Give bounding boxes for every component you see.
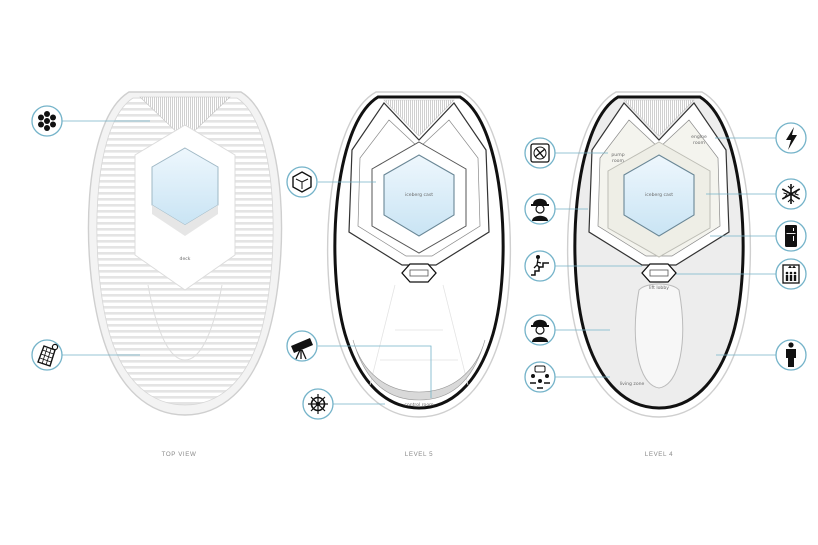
control-room-label: control room: [404, 402, 434, 408]
worker-icon: [524, 193, 556, 225]
level5-iceberg-label: iceberg cast: [405, 192, 433, 198]
snowflake-icon: [775, 178, 807, 210]
fan-icon: [524, 137, 556, 169]
level5-lift-capsule: [401, 263, 437, 283]
telescope-icon: [286, 330, 318, 362]
refrigerator-icon: [775, 220, 807, 252]
hexagon-outline-icon: [286, 166, 318, 198]
level4-lift-capsule: [641, 263, 677, 283]
deck-label: deck: [180, 256, 191, 262]
level5-plan: iceberg cast control room LEVEL 5: [326, 91, 512, 458]
level5-caption: LEVEL 5: [405, 451, 433, 458]
living-zone-label: living zone: [620, 381, 645, 387]
group-meeting-icon: [524, 361, 556, 393]
level4-right-icons: [676, 122, 807, 371]
level4-atrium: [634, 283, 684, 389]
engine-room-label-line2: room: [693, 140, 705, 146]
solar-panel-icon: [31, 339, 63, 371]
person-icon: [775, 339, 807, 371]
top-view-plan: deck TOP VIEW: [87, 91, 283, 458]
top-view-ghost-hull: [147, 284, 223, 361]
lift-lobby-label: lift lobby: [649, 285, 669, 291]
level4-bow-deck: [623, 99, 695, 137]
engine-room-label-line1: engine: [691, 134, 707, 140]
level4-plan: pump room engine room iceberg cast lift …: [566, 91, 752, 458]
hexagon-cluster-icon: [31, 105, 63, 137]
level5-bow-deck: [383, 99, 455, 137]
top-view-iceberg-shadow: [152, 205, 218, 236]
level5-ghost-lines: [369, 284, 469, 386]
ship-wheel-icon: [302, 388, 334, 420]
pump-room-label-line1: pump: [611, 153, 624, 158]
top-view-icons: [31, 105, 150, 371]
top-view-caption: TOP VIEW: [162, 451, 197, 458]
level4-left-icons: [524, 137, 642, 393]
pump-room-label-line2: room: [612, 158, 624, 164]
level5-iceberg: [383, 154, 455, 237]
stairs-icon: [524, 250, 556, 282]
elevator-icon: [775, 258, 807, 290]
level4-iceberg: [623, 154, 695, 237]
level4-caption: LEVEL 4: [645, 451, 673, 458]
worker-icon: [524, 314, 556, 346]
level5-control-room-band: [352, 339, 486, 401]
top-view-bow-deck: [139, 96, 231, 141]
lightning-icon: [775, 122, 807, 154]
level5-icons: [286, 166, 432, 420]
level4-iceberg-label: iceberg cast: [645, 192, 673, 198]
